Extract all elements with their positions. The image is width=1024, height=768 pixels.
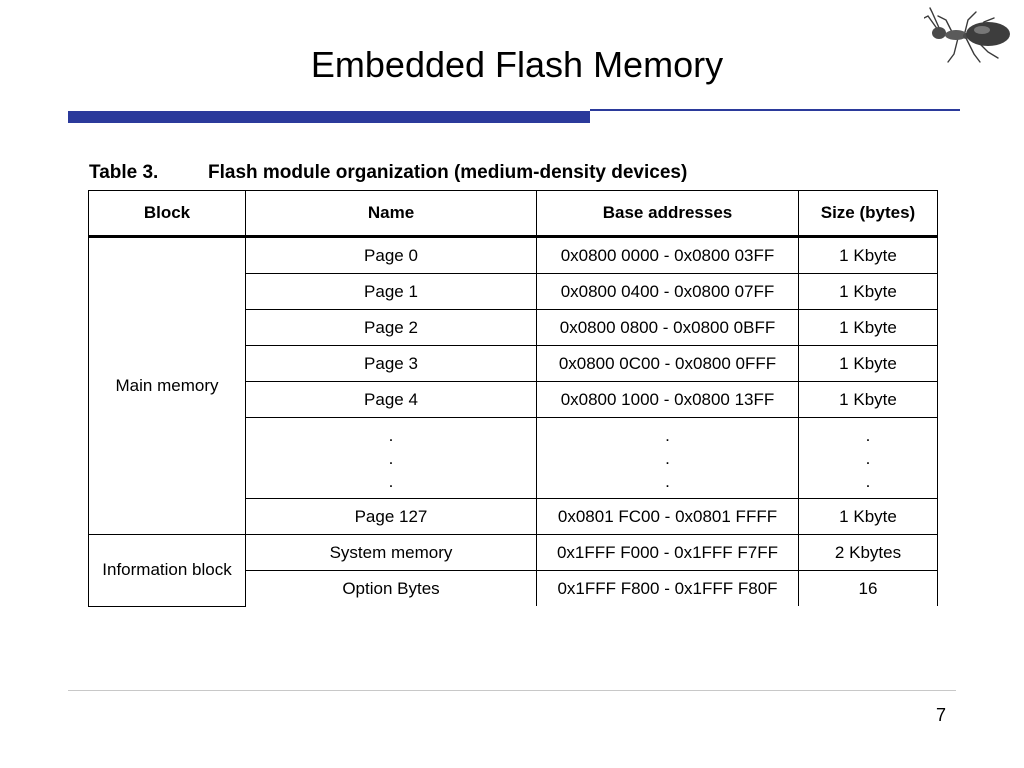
cell-address: 0x0800 1000 - 0x0800 13FF: [536, 381, 799, 418]
ellipsis-dot: .: [865, 425, 871, 445]
ellipsis-dot: .: [665, 425, 670, 445]
ellipsis-dot: .: [665, 471, 670, 491]
vertical-ellipsis: . . .: [866, 424, 871, 493]
table-row: Main memory Page 0 0x0800 0000 - 0x0800 …: [88, 236, 938, 535]
table-row: Information block System memory 0x1FFF F…: [88, 534, 938, 607]
vertical-ellipsis: . . .: [389, 424, 394, 493]
ellipsis-dot: .: [865, 471, 871, 491]
header-block: Block: [88, 190, 246, 238]
table-caption: Table 3. Flash module organization (mediu…: [89, 162, 687, 184]
table-row: Page 4 0x0800 1000 - 0x0800 13FF 1 Kbyte: [89, 381, 938, 418]
ellipsis-dot: .: [388, 448, 394, 468]
ellipsis-dot: .: [865, 448, 871, 468]
block-main-memory: Main memory: [88, 236, 246, 535]
cell-size: 1 Kbyte: [798, 381, 938, 418]
footer-divider: [68, 690, 956, 691]
table-caption-number: Table 3.: [89, 162, 159, 183]
cell-size-ellipsis: . . .: [798, 417, 938, 499]
table-header-row: Block Name Base addresses Size (bytes): [88, 190, 938, 238]
cell-name: Page 0: [245, 236, 537, 274]
cell-address: 0x0800 0000 - 0x0800 03FF: [536, 236, 799, 274]
cell-name-ellipsis: . . .: [245, 417, 537, 499]
cell-address: 0x0800 0800 - 0x0800 0BFF: [536, 309, 799, 346]
title-underline-bar: [68, 109, 960, 123]
cell-name: Page 3: [245, 345, 537, 382]
cell-name: System memory: [245, 534, 537, 571]
cell-address: 0x0800 0C00 - 0x0800 0FFF: [536, 345, 799, 382]
ellipsis-row: . . . . . . . . .: [89, 417, 938, 499]
slide-title: Embedded Flash Memory: [310, 44, 724, 85]
cell-size: 1 Kbyte: [798, 236, 938, 274]
cell-size: 1 Kbyte: [798, 345, 938, 382]
ant-icon: [924, 7, 1010, 63]
block-information: Information block: [88, 534, 246, 607]
table-row: Page 2 0x0800 0800 - 0x0800 0BFF 1 Kbyte: [89, 309, 938, 346]
cell-name: Page 127: [245, 498, 537, 535]
table-row: Option Bytes 0x1FFF F800 - 0x1FFF F80F 1…: [89, 570, 938, 606]
header-base-addresses: Base addresses: [536, 190, 799, 238]
cell-address: 0x0800 0400 - 0x0800 07FF: [536, 273, 799, 310]
title-bar-thin: [590, 109, 960, 111]
cell-size: 2 Kbytes: [798, 534, 938, 571]
page-number: 7: [935, 705, 946, 725]
cell-size: 1 Kbyte: [798, 498, 938, 535]
vertical-ellipsis: . . .: [665, 424, 670, 493]
cell-address: 0x0801 FC00 - 0x0801 FFFF: [536, 498, 799, 535]
cell-address: 0x1FFF F000 - 0x1FFF F7FF: [536, 534, 799, 571]
cell-address: 0x1FFF F800 - 0x1FFF F80F: [536, 570, 799, 606]
table-caption-title: Flash module organization (medium-densit…: [208, 162, 688, 183]
header-name: Name: [245, 190, 537, 238]
cell-address-ellipsis: . . .: [536, 417, 799, 499]
ellipsis-dot: .: [388, 425, 394, 445]
header-size: Size (bytes): [798, 190, 938, 238]
cell-size: 16: [798, 570, 938, 606]
table-row: Page 127 0x0801 FC00 - 0x0801 FFFF 1 Kby…: [89, 498, 938, 535]
title-bar-thick: [68, 111, 590, 123]
cell-name: Page 2: [245, 309, 537, 346]
ellipsis-dot: .: [665, 448, 670, 468]
flash-module-table: Block Name Base addresses Size (bytes) M…: [88, 190, 938, 607]
cell-name: Page 1: [245, 273, 537, 310]
cell-size: 1 Kbyte: [798, 309, 938, 346]
cell-name: Option Bytes: [245, 570, 537, 606]
ellipsis-dot: .: [388, 471, 394, 491]
table-row: Page 3 0x0800 0C00 - 0x0800 0FFF 1 Kbyte: [89, 345, 938, 382]
cell-size: 1 Kbyte: [798, 273, 938, 310]
cell-name: Page 4: [245, 381, 537, 418]
